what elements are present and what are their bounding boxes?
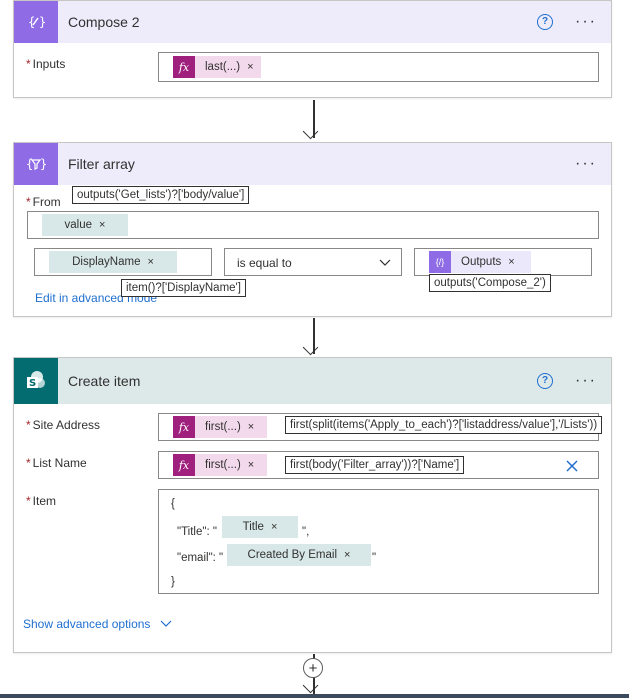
from-tooltip: outputs('Get_lists')?['body/value'] bbox=[72, 186, 250, 204]
create-item-header[interactable]: S Create item ? ··· bbox=[14, 358, 611, 404]
item-close-brace: } bbox=[171, 576, 175, 588]
item-label: *Item bbox=[26, 494, 57, 508]
remove-token-icon[interactable]: × bbox=[247, 61, 254, 73]
arrow-down-icon bbox=[302, 339, 319, 356]
email-end: " bbox=[372, 552, 377, 564]
remove-token-icon[interactable]: × bbox=[147, 256, 154, 268]
add-icon: + bbox=[308, 659, 318, 677]
svg-text:}: } bbox=[39, 15, 45, 29]
show-advanced-options-link[interactable]: Show advanced options bbox=[23, 617, 172, 631]
more-options-icon[interactable]: ··· bbox=[575, 372, 597, 389]
filter-array-card: { } Filter array ··· *From value × outpu… bbox=[13, 142, 612, 317]
list-name-field[interactable]: fx first(...) × bbox=[158, 451, 599, 479]
connector-line bbox=[313, 318, 315, 354]
value-token[interactable]: value × bbox=[42, 214, 128, 236]
arrow-down-icon bbox=[302, 123, 319, 140]
title-token[interactable]: Title × bbox=[222, 516, 298, 538]
compose-icon: {/} bbox=[429, 251, 451, 273]
svg-text:{: { bbox=[26, 157, 33, 171]
add-step-button[interactable]: + bbox=[303, 658, 323, 678]
bottom-bar bbox=[0, 694, 629, 698]
first-token[interactable]: fx first(...) × bbox=[173, 454, 267, 476]
inputs-label: *Inputs bbox=[26, 57, 66, 71]
remove-token-icon[interactable]: × bbox=[344, 549, 351, 561]
site-token-tooltip: first(split(items('Apply_to_each')?['lis… bbox=[285, 416, 603, 434]
left-token-tooltip: item()?['DisplayName'] bbox=[121, 279, 246, 297]
filter-array-title: Filter array bbox=[68, 156, 135, 172]
more-options-icon[interactable]: ··· bbox=[575, 13, 597, 30]
site-address-label: *Site Address bbox=[26, 418, 101, 432]
create-item-title: Create item bbox=[68, 373, 141, 389]
item-field[interactable]: { "Title": " Title × ", "email": " Creat… bbox=[158, 489, 599, 594]
compose-2-header[interactable]: { } Compose 2 ? ··· bbox=[14, 1, 611, 43]
operator-dropdown[interactable]: is equal to bbox=[224, 248, 402, 276]
remove-token-icon[interactable]: × bbox=[247, 421, 255, 433]
remove-token-icon[interactable]: × bbox=[247, 459, 255, 471]
remove-token-icon[interactable]: × bbox=[99, 219, 106, 231]
compose-2-card: { } Compose 2 ? ··· *Inputs fx last(...)… bbox=[13, 0, 612, 98]
help-icon[interactable]: ? bbox=[537, 373, 554, 389]
compose-2-title: Compose 2 bbox=[68, 14, 140, 30]
title-key: "Title": " bbox=[177, 526, 217, 538]
fx-icon: fx bbox=[173, 454, 195, 476]
create-item-card: S Create item ? ··· *Site Address fx fir… bbox=[13, 357, 612, 653]
condition-right-field[interactable]: {/} Outputs × bbox=[414, 248, 592, 276]
remove-token-icon[interactable]: × bbox=[508, 256, 515, 268]
svg-text:S: S bbox=[29, 378, 36, 389]
inputs-field[interactable]: fx last(...) × bbox=[158, 52, 599, 82]
fx-icon: fx bbox=[173, 416, 195, 438]
from-field[interactable]: value × bbox=[27, 211, 599, 239]
more-options-icon[interactable]: ··· bbox=[575, 155, 597, 172]
list-name-label: *List Name bbox=[26, 456, 87, 470]
condition-left-field[interactable]: DisplayName × bbox=[34, 248, 212, 276]
from-label: *From bbox=[26, 195, 61, 209]
chevron-down-icon bbox=[379, 259, 391, 266]
filter-icon: { } bbox=[14, 143, 58, 185]
help-icon[interactable]: ? bbox=[537, 14, 554, 30]
arrow-down-icon bbox=[302, 677, 319, 694]
sharepoint-icon: S bbox=[14, 358, 58, 404]
filter-array-header[interactable]: { } Filter array ··· bbox=[14, 143, 611, 185]
outputs-token[interactable]: {/} Outputs × bbox=[429, 251, 531, 273]
chevron-down-icon bbox=[160, 620, 172, 627]
item-open-brace: { bbox=[171, 498, 175, 510]
last-token[interactable]: fx last(...) × bbox=[173, 56, 261, 78]
clear-icon[interactable] bbox=[566, 460, 578, 472]
svg-text:{: { bbox=[28, 15, 35, 29]
email-key: "email": " bbox=[177, 552, 224, 564]
remove-token-icon[interactable]: × bbox=[270, 521, 278, 533]
created-by-email-token[interactable]: Created By Email × bbox=[227, 544, 371, 566]
list-token-tooltip: first(body('Filter_array'))?['Name'] bbox=[285, 456, 465, 474]
right-token-tooltip: outputs('Compose_2') bbox=[429, 274, 551, 292]
connector-line bbox=[313, 100, 315, 138]
first-token[interactable]: fx first(...) × bbox=[173, 416, 267, 438]
svg-text:}: } bbox=[40, 157, 46, 171]
displayname-token[interactable]: DisplayName × bbox=[49, 251, 177, 273]
compose-icon: { } bbox=[14, 1, 58, 43]
title-end: ", bbox=[302, 526, 310, 538]
fx-icon: fx bbox=[173, 56, 195, 78]
